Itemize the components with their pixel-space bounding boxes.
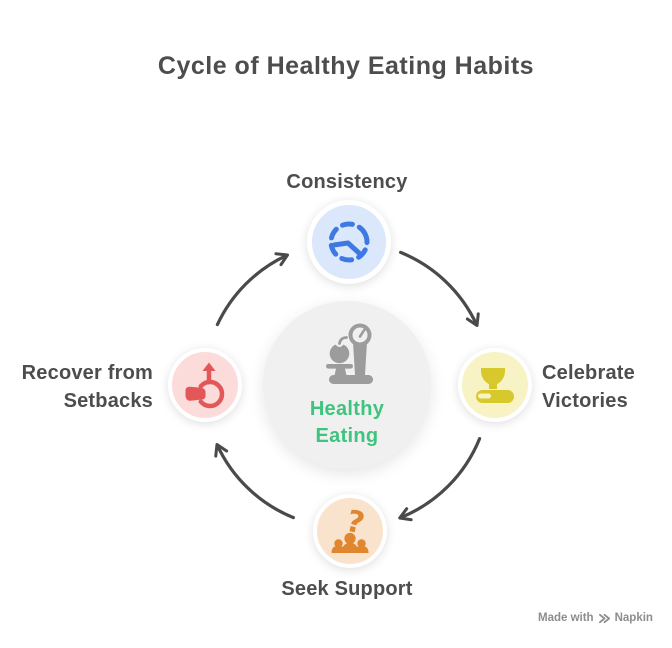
- people-question-icon: ?: [331, 506, 369, 553]
- arrow-bottom-to-left: [214, 442, 295, 520]
- center-label-line2: Eating: [315, 425, 379, 447]
- node-recover-from-setbacks: [168, 348, 242, 422]
- node-seek-support: ?: [313, 494, 387, 568]
- arrow-right-to-bottom: [398, 437, 482, 522]
- label-celebrate-victories: Celebrate Victories: [542, 359, 635, 415]
- arrow-top-to-right: [399, 250, 480, 328]
- label-recover-line2: Setbacks: [63, 390, 153, 412]
- food-scale-icon: [326, 323, 373, 384]
- center-node-healthy-eating: Healthy Eating: [263, 301, 431, 469]
- napkin-logo-icon: [598, 613, 610, 623]
- watermark-brand: Napkin: [614, 612, 653, 624]
- label-recover-line1: Recover from: [21, 362, 153, 384]
- label-celebrate-line2: Victories: [542, 390, 628, 412]
- diagram-title: Cycle of Healthy Eating Habits: [157, 52, 535, 80]
- arrow-left-to-top: [215, 252, 290, 327]
- node-consistency: [307, 200, 391, 284]
- trophy-icon: [476, 368, 514, 403]
- recovery-arrow-icon: [185, 362, 225, 409]
- watermark: Made with Napkin: [538, 612, 653, 624]
- label-seek-support: Seek Support: [281, 578, 413, 600]
- center-label-line1: Healthy: [309, 398, 385, 420]
- label-consistency: Consistency: [286, 171, 408, 193]
- center-label: Healthy Eating: [263, 396, 431, 450]
- watermark-prefix: Made with: [538, 612, 594, 624]
- dashed-cycle-clock-icon: [328, 221, 370, 263]
- label-recover-from-setbacks: Recover from Setbacks: [22, 359, 153, 415]
- label-celebrate-line1: Celebrate: [542, 362, 635, 384]
- node-celebrate-victories: [458, 348, 532, 422]
